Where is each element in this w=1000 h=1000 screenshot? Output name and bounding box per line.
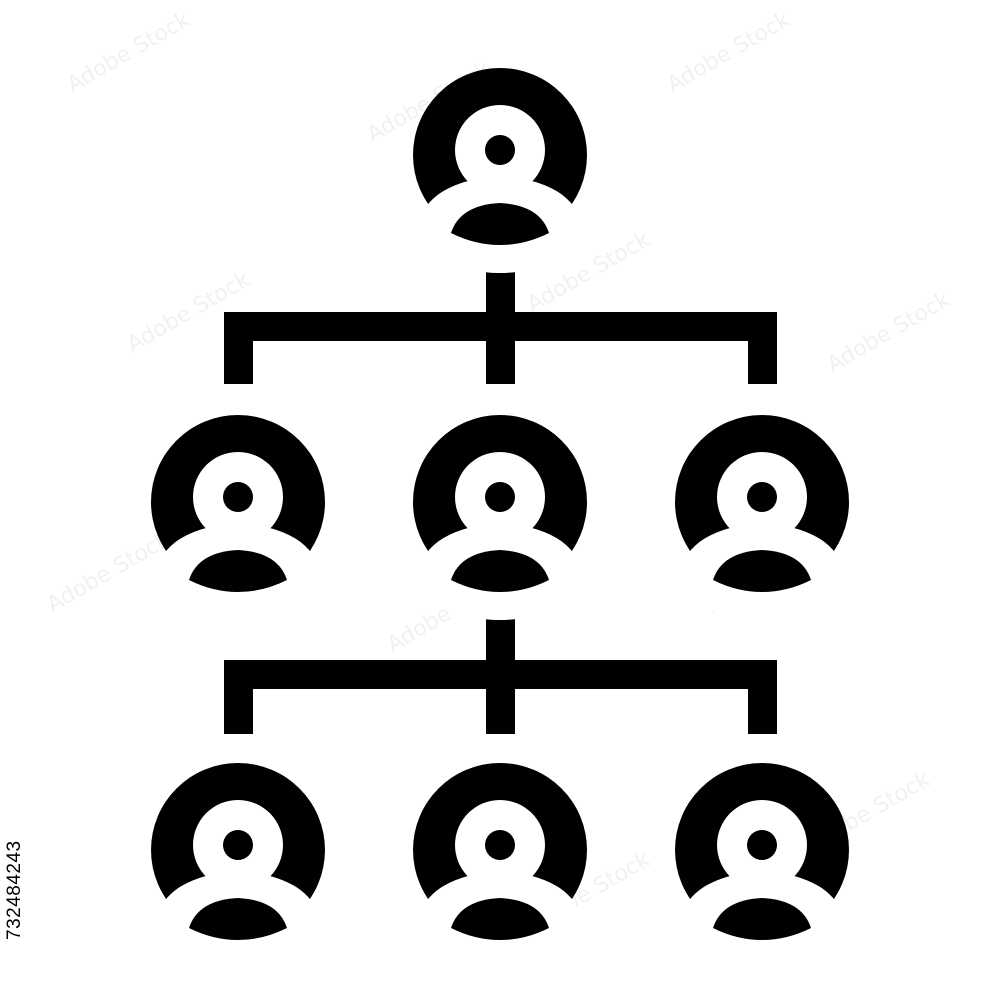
level1-nodes [151,415,849,620]
connector-level2-left-drop [224,660,253,734]
connector-level2-bar [224,660,777,689]
person-avatar-icon [675,415,849,620]
connector-level2-right-drop [748,660,777,734]
person-avatar-icon [151,763,325,968]
person-avatar-icon [151,415,325,620]
person-avatar-icon [675,763,849,968]
person-avatar-icon [413,415,587,620]
connector-level1-left-drop [224,312,253,384]
person-avatar-icon [413,763,587,968]
stock-image-id: 732484243 [4,840,25,940]
connector-lines [224,266,777,734]
level2-nodes [151,763,849,968]
root-node [413,68,587,273]
connector-level1-right-drop [748,312,777,384]
person-avatar-icon [413,68,587,273]
connector-level1-bar [224,312,777,341]
